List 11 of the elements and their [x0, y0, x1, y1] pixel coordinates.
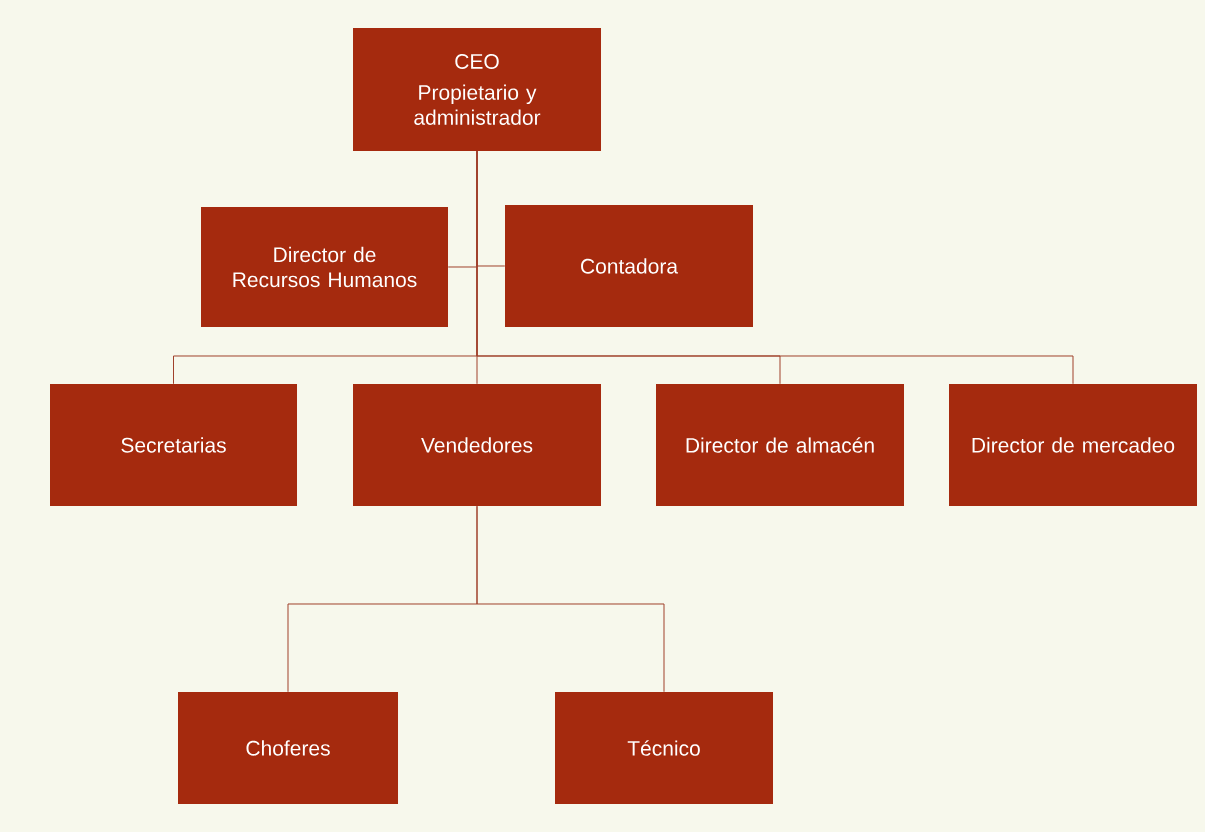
org-box: Contadora [505, 205, 753, 327]
org-box: Secretarias [50, 384, 297, 506]
connector-line [476, 150, 1074, 385]
org-box: Choferes [178, 692, 398, 804]
org-box: Director de Recursos Humanos [201, 207, 448, 327]
org-box: Director de mercadeo [949, 384, 1197, 506]
org-box: CEO Propietario y administrador [353, 28, 601, 151]
org-box: Vendedores [353, 384, 601, 506]
org-box: Técnico [555, 692, 773, 804]
connector-line [476, 505, 665, 693]
org-box: Director de almacén [656, 384, 904, 506]
